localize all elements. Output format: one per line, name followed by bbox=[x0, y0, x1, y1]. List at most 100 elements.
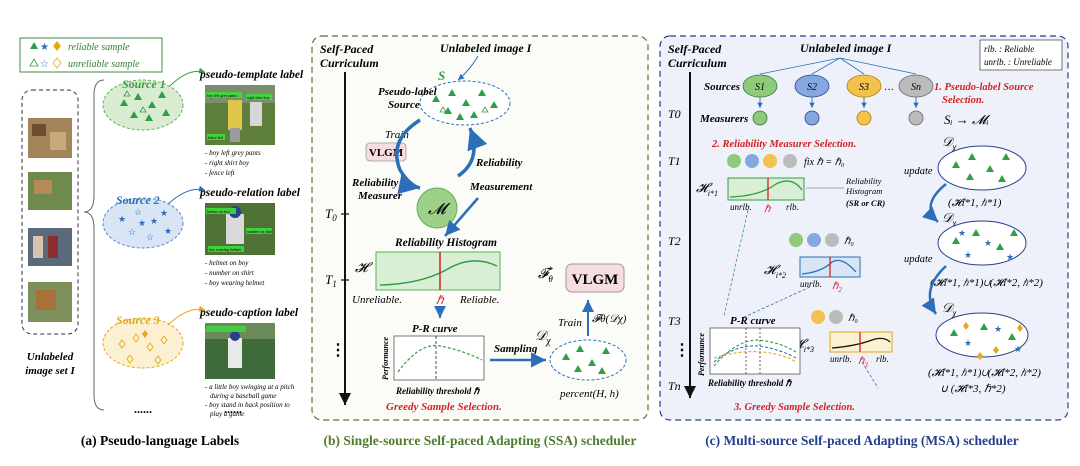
c-measurer-node-n bbox=[908, 110, 924, 126]
b-t0: T0 bbox=[325, 206, 337, 223]
image-set-frame bbox=[21, 89, 79, 335]
pseudo-relation-title: pseudo-relation label bbox=[199, 187, 301, 199]
c-step2: 2. Reliability Measurer Selection. bbox=[711, 139, 856, 150]
c-dataset3-marks: ★★ ★ bbox=[950, 322, 1023, 360]
c-key-box bbox=[979, 39, 1063, 71]
source3-diamonds bbox=[118, 333, 168, 365]
b-source-triangles bbox=[432, 89, 498, 120]
caption-a: (a) Pseudo-language Labels bbox=[81, 433, 239, 448]
s1-item-2: - right shirt boy bbox=[205, 159, 250, 167]
b-h-mark: ℏ bbox=[436, 293, 445, 307]
b-vlgm-label: VLGM bbox=[572, 272, 619, 288]
c-hist-1 bbox=[727, 177, 805, 201]
source2-label: Source 2 bbox=[116, 193, 160, 207]
c-pr-title: P-R curve bbox=[730, 315, 776, 327]
c-pr-box bbox=[709, 327, 801, 375]
pseudo-template-title: pseudo-template label bbox=[199, 69, 304, 81]
brace bbox=[83, 79, 105, 411]
c-measurer-row-1 bbox=[727, 154, 797, 168]
c-update-1: update bbox=[904, 166, 933, 177]
s2-item-1: - helmet on boy bbox=[205, 259, 249, 267]
c-hist-3 bbox=[829, 331, 893, 353]
s3-item-2: during a baseball game bbox=[210, 392, 276, 400]
b-measurement-1: Reliability bbox=[475, 157, 523, 169]
svg-text:★: ★ bbox=[1006, 252, 1014, 262]
c-unlabeled: Unlabeled image I bbox=[800, 41, 893, 55]
svg-text:★: ★ bbox=[160, 208, 168, 218]
c-source-node-3-label: S3 bbox=[859, 82, 869, 93]
c-fix: fix ℏ = ℏ₀ bbox=[804, 157, 845, 168]
c-curriculum-1: Self-Paced bbox=[668, 42, 722, 56]
c-source-node-2-label: S2 bbox=[807, 82, 817, 93]
c-hist1-h: ℏ bbox=[764, 204, 771, 215]
source2-stars: ★☆★☆ ★☆★★ bbox=[118, 207, 172, 242]
c-source-node-1-label: S1 bbox=[755, 82, 765, 93]
svg-text:★: ★ bbox=[958, 228, 966, 238]
svg-text:★: ★ bbox=[164, 226, 172, 236]
b-pr-title: P-R curve bbox=[412, 323, 458, 335]
b-measurement-2: Measurement bbox=[469, 181, 533, 193]
c-pair3b: ∪ (𝓗i*3, ℏ*2) bbox=[940, 383, 1006, 395]
photo1-box-3: fence left bbox=[208, 135, 224, 140]
c-tn: Tn bbox=[668, 379, 681, 393]
c-source-ellipsis: … bbox=[884, 82, 894, 93]
image-set-label-1: Unlabeled bbox=[27, 351, 74, 363]
legend-box bbox=[19, 37, 163, 73]
c-t0: T0 bbox=[668, 107, 681, 121]
panel-b: Self-Paced Curriculum T0 T1 ⋮ Unlabeled … bbox=[311, 35, 649, 448]
b-f-star: 𝓕*θ bbox=[538, 265, 553, 284]
photo-3 bbox=[205, 323, 275, 379]
c-dots: ⋮ bbox=[674, 342, 690, 359]
b-curriculum-1: Self-Paced bbox=[320, 42, 374, 56]
b-d-chi: 𝒟χ bbox=[535, 329, 551, 347]
c-hist1-rlb: rlb. bbox=[786, 202, 799, 212]
source3-ellipse bbox=[102, 317, 184, 369]
source2-ellipse bbox=[102, 197, 184, 249]
svg-text:★: ★ bbox=[150, 216, 158, 226]
photo2-box-3: boy wearing helmet bbox=[209, 247, 242, 252]
b-s-label: S bbox=[438, 68, 445, 83]
c-sr-cr: (SR or CR) bbox=[846, 198, 885, 208]
b-greedy: Greedy Sample Selection. bbox=[386, 401, 502, 413]
c-performance: Performance bbox=[697, 332, 706, 376]
c-key-rlb: rlb. : Reliable bbox=[984, 44, 1034, 54]
c-dataset-1 bbox=[937, 145, 1027, 191]
legend-reliable-label: reliable sample bbox=[68, 42, 130, 53]
svg-text:★: ★ bbox=[1014, 344, 1022, 354]
c-measurers-label: Measurers bbox=[699, 113, 748, 125]
c-h0-3: ℏ₀ bbox=[848, 313, 858, 324]
c-measurer-node-2 bbox=[804, 110, 820, 126]
b-measurer-node bbox=[416, 187, 458, 229]
c-mapping: Sᵢ → 𝓜ᵢ bbox=[944, 112, 991, 127]
c-measurer-row-2 bbox=[789, 233, 839, 247]
svg-text:★: ★ bbox=[964, 250, 972, 260]
b-threshold: Reliability threshold ℏ bbox=[395, 386, 481, 396]
c-hist-caption-1: Reliability bbox=[845, 176, 882, 186]
s1-item-1: - boy left grey pants bbox=[205, 149, 261, 157]
svg-text:☆: ☆ bbox=[128, 227, 136, 237]
source3-label: Source 3 bbox=[116, 313, 160, 327]
image-set-label-2: image set I bbox=[25, 365, 75, 377]
b-f-theta: 𝓕θ(𝒟χ) bbox=[592, 313, 627, 325]
b-train2: Train bbox=[558, 317, 582, 329]
c-t2: T2 bbox=[668, 234, 681, 248]
c-pair2: (𝓗i*1, ℏ*1)∪(𝓗i*2, ℏ*2) bbox=[930, 277, 1043, 289]
panel-c: Self-Paced Curriculum T0 T1 T2 T3 Tn ⋮ U… bbox=[659, 35, 1069, 448]
b-unreliable: Unreliable. bbox=[352, 294, 402, 306]
photo-1: boy left grey pants right shirt boy fenc… bbox=[205, 85, 275, 145]
c-curriculum-2: Curriculum bbox=[668, 56, 727, 70]
c-pair3a: (𝓗i*1, ℏ*1)∪(𝓗i*2, ℏ*2) bbox=[928, 367, 1041, 379]
b-pls-2: Source bbox=[388, 99, 420, 111]
source1-label: Source 1 bbox=[122, 77, 166, 91]
s2-item-2: - number on shirt bbox=[205, 269, 255, 277]
b-curriculum-2: Curriculum bbox=[320, 56, 379, 70]
c-hist-caption-2: Histogram bbox=[845, 186, 882, 196]
b-sampling: Sampling bbox=[494, 343, 538, 355]
ellipsis-right: ...... bbox=[224, 402, 242, 416]
b-measurer-2: Measurer bbox=[357, 190, 403, 202]
svg-text:★: ★ bbox=[138, 218, 146, 228]
photo-2: helmet on boy number on shirt boy wearin… bbox=[205, 203, 275, 255]
c-t1: T1 bbox=[668, 154, 681, 168]
svg-text:☆: ☆ bbox=[146, 232, 154, 242]
